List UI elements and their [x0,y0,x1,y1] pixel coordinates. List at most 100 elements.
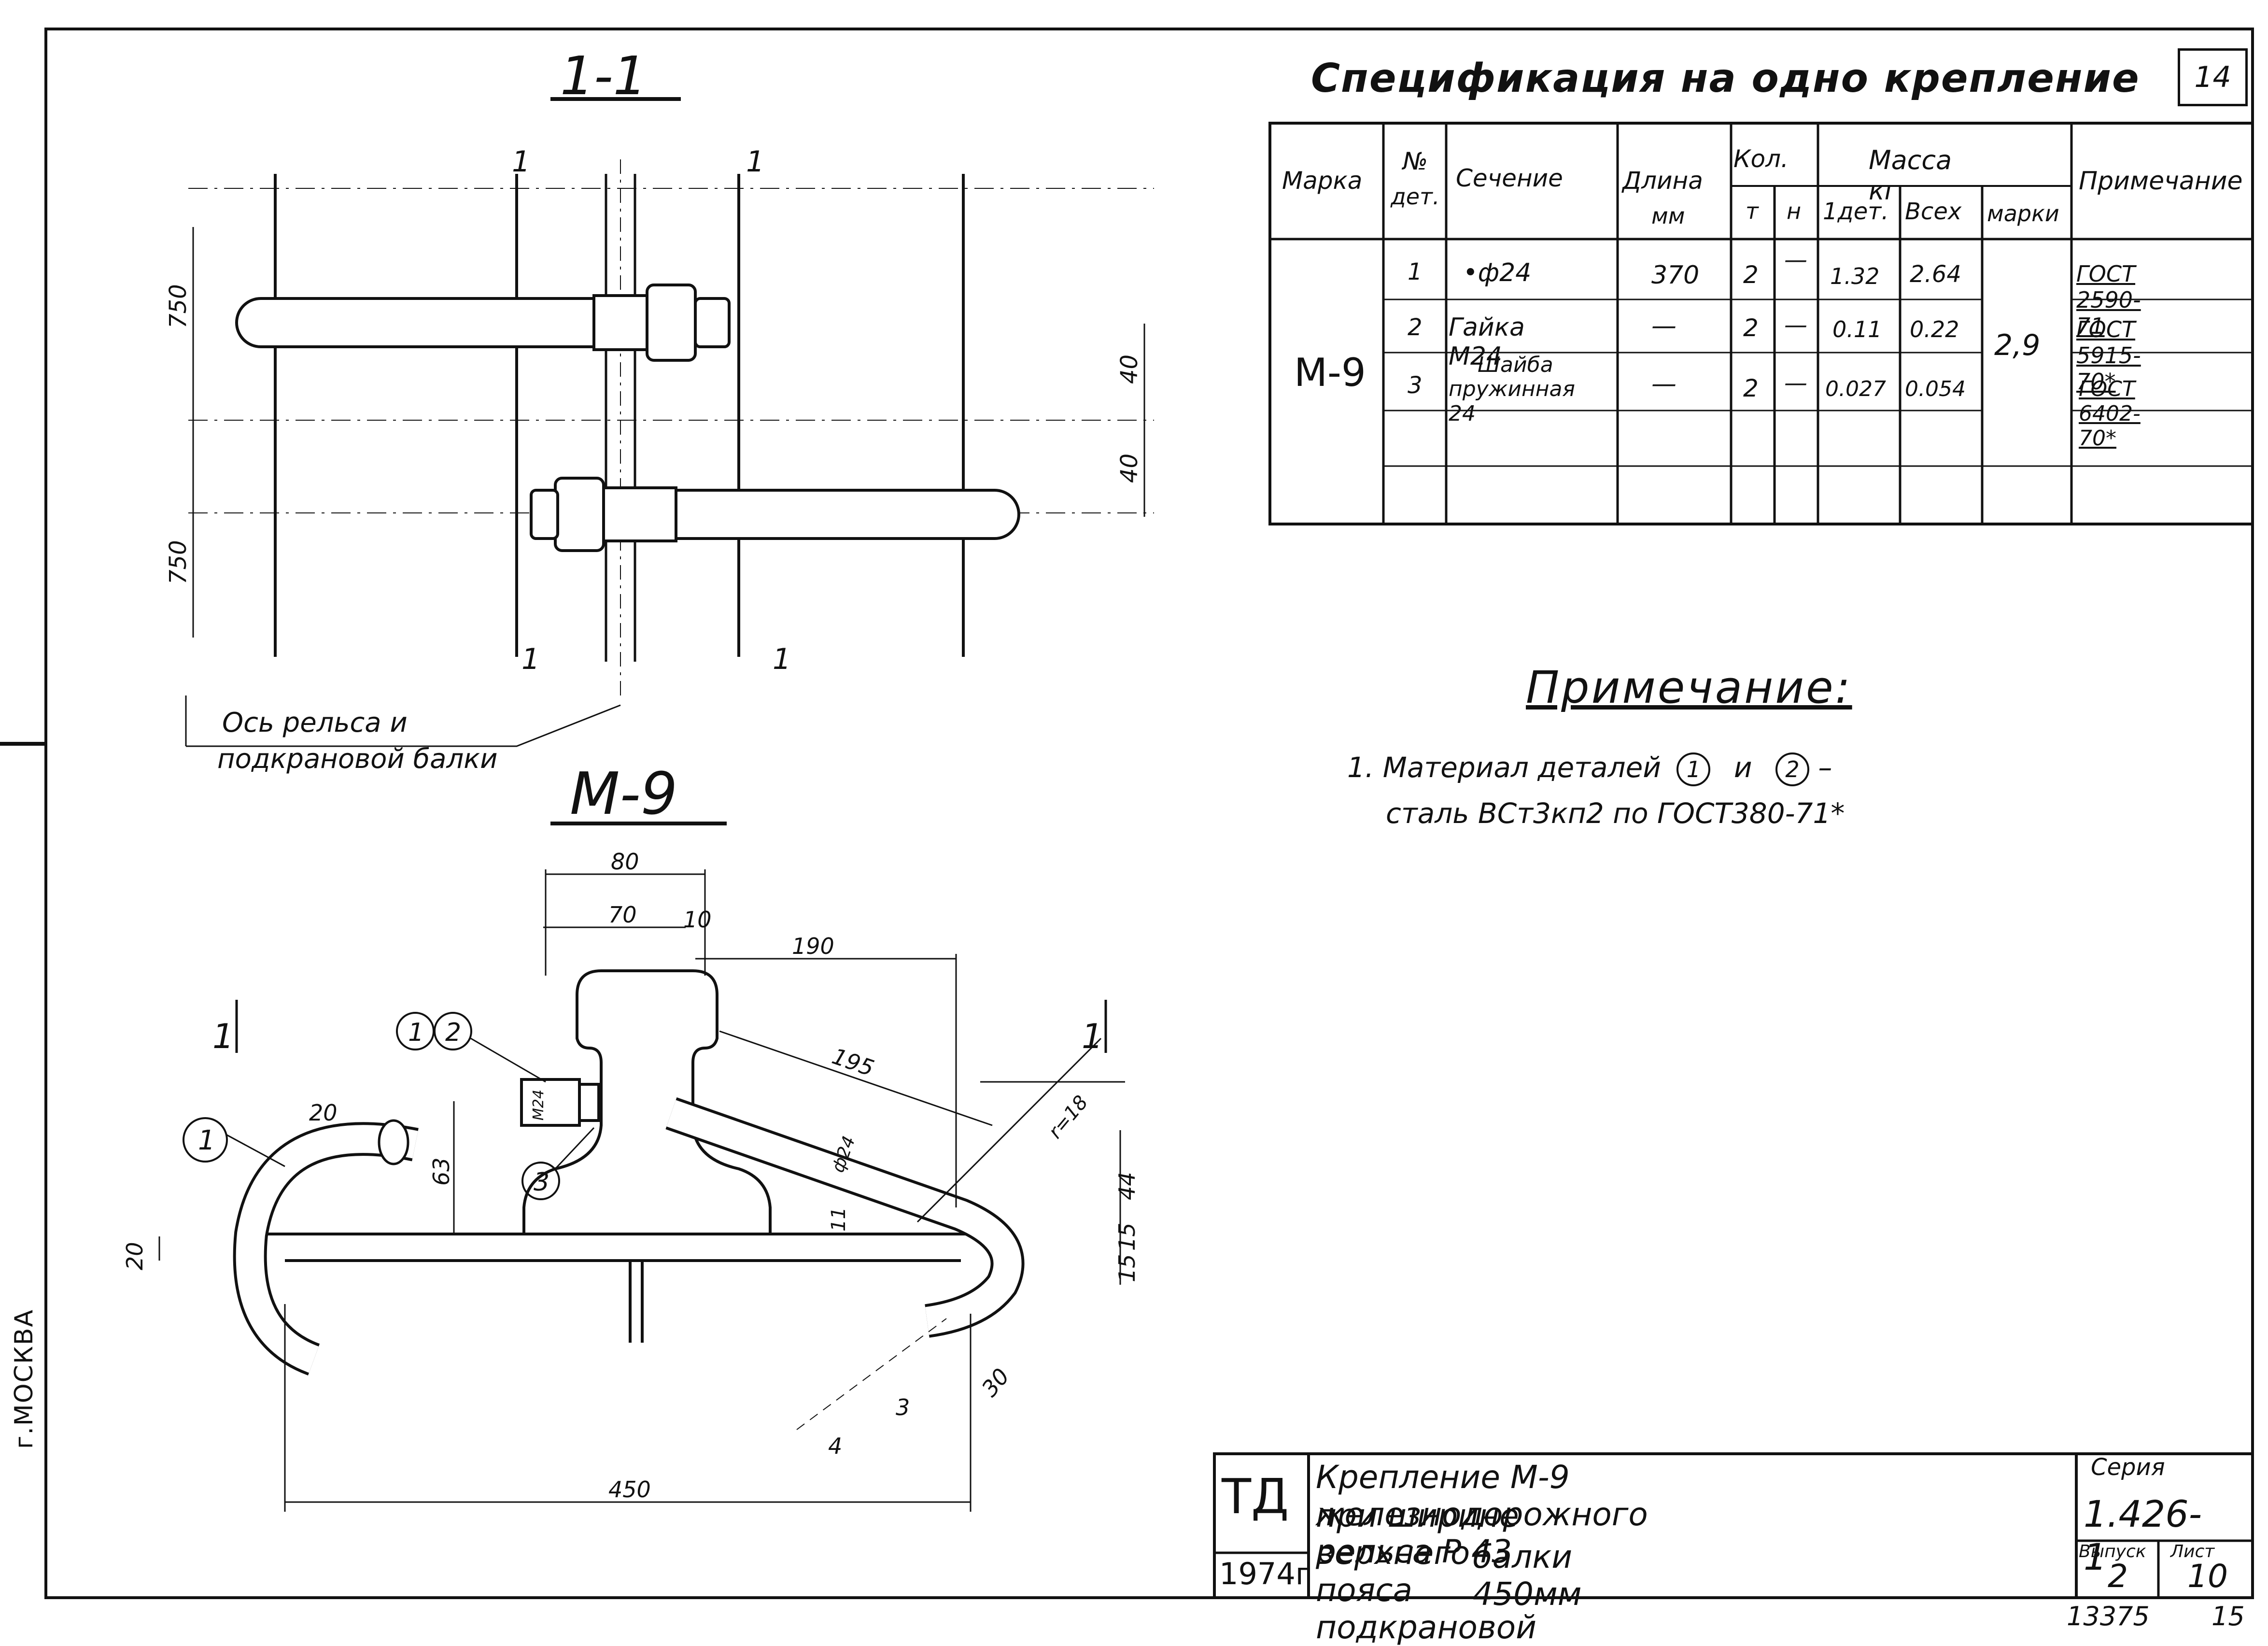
series-value: 1.426-1 [2084,1492,2202,1578]
rail-profile [522,969,772,1235]
notes-dash: – [1818,751,1832,784]
row1-length: 370 [1651,261,1700,290]
title-block-grid [1213,1452,2254,1599]
detail-cut-mark-right: 1 [1082,1017,1103,1056]
header-mass-all: Всех [1905,198,1962,225]
notes-ref-1: 1 [1676,752,1711,786]
dim-70: 70 [608,902,637,928]
section-dim-40-bottom: 40 [1116,454,1143,483]
header-mass-marka: марки [1987,200,2059,227]
row1-mass1: 1.32 [1830,263,1880,289]
title-block-year: 1974г [1219,1556,1311,1591]
header-length-2: мм [1651,203,1685,229]
footer-page: 15 [2212,1601,2245,1632]
section-cut-mark-4: 1 [773,642,791,676]
row3-no: 3 [1408,372,1423,399]
notes-line-1-text: 1. Материал деталей [1347,751,1661,784]
header-mass: Масса кг [1869,145,1952,206]
row3-t: 2 [1743,374,1759,402]
axis-note-line-2: подкрановой балки [217,743,497,775]
sheet-label: Лист [2170,1542,2215,1561]
dim-190: 190 [792,933,834,959]
callout-1b: 1 [198,1125,215,1156]
notes-ref-2: 2 [1775,752,1809,786]
section-dim-750-bottom: 750 [165,540,192,584]
callout-3: 3 [534,1168,549,1197]
sheet-number: 14 [2178,48,2248,106]
header-length-1: Длина [1622,167,1703,195]
detail-m9: М-9 M24 80 [122,761,1140,1512]
callout-1a: 1 [408,1018,424,1047]
callout-2: 2 [445,1018,461,1047]
section-cut-mark-1: 1 [512,145,530,179]
row1-section: •ф24 [1463,258,1532,287]
row3-n: — [1784,369,1807,397]
row3-mass1: 0.027 [1825,377,1886,401]
spec-title: Спецификация на одно крепление [1311,56,2140,101]
notes-heading: Примечание: [1526,662,1852,713]
row2-section: Гайка М24 [1449,313,1525,371]
dim-20-top: 20 [309,1100,338,1126]
dim-63: 63 [428,1157,454,1186]
header-qty: Кол. [1733,145,1789,173]
row2-no: 2 [1408,314,1423,341]
title-block-title-1: Крепление М-9 железнодорожного рельса Р … [1316,1459,1648,1570]
dim-195: 195 [829,1043,877,1081]
row3-length: — [1651,369,1676,398]
dim-450: 450 [608,1476,651,1503]
header-marka: Марка [1282,167,1363,195]
row1-t: 2 [1743,261,1759,289]
slope-4: 4 [828,1433,842,1459]
notes-conj: и [1733,751,1752,784]
header-det-no-1: № [1403,147,1428,175]
side-city: г.МОСКВА [10,1308,39,1449]
row1-n: — [1784,246,1807,273]
row2-length: — [1651,312,1676,341]
row2-t: 2 [1743,314,1759,342]
header-det-no-2: дет. [1391,184,1440,210]
dim-15-a: 15 [1114,1222,1140,1251]
dim-15-b: 15 [1114,1254,1140,1282]
row2-massall: 0.22 [1910,316,1959,342]
sheet-frame [44,28,2254,1599]
row2-n: — [1784,312,1807,339]
dim-30: 30 [976,1363,1014,1402]
section-cut-mark-3: 1 [521,642,540,676]
detail-title: М-9 [570,761,677,828]
row3-section-1: Шайба [1478,353,1553,377]
header-mass-1: 1дет. [1823,198,1889,225]
spec-table-grid [1268,122,2254,525]
section-cut-mark-2: 1 [746,145,764,179]
header-section: Сечение [1456,164,1563,192]
detail-cut-mark-left: 1 [212,1017,234,1056]
dim-20-left: 20 [122,1242,148,1270]
title-block-org: ТД [1222,1468,1289,1525]
dim-10: 10 [683,907,712,933]
row1-massall: 2.64 [1910,261,1961,288]
section-1-1: 1-1 1 1 1 1 750 750 40 40 [165,45,1154,775]
footer-code: 13375 [2067,1601,2150,1632]
header-qty-n: н [1787,198,1802,224]
row2-note: ГОСТ 5915-70* [2076,316,2141,395]
row3-section-2: пружинная 24 [1449,377,1575,426]
notes-line-1: 1. Материал деталей 1 и 2 – [1347,751,1832,786]
dim-44: 44 [1114,1172,1140,1200]
dim-80: 80 [611,849,639,875]
row3-note: ГОСТ 6402-70* [2079,377,2141,451]
axis-note-line-1: Ось рельса и [222,707,408,738]
detail-bolt-label: M24 [530,1090,547,1121]
header-note: Примечание [2079,167,2243,196]
title-block-title-2: при ширине верхнего пояса подкрановой [1316,1497,1537,1646]
header-qty-t: т [1746,198,1759,224]
section-dim-40-top: 40 [1116,355,1143,384]
sheet-value: 10 [2187,1558,2228,1595]
cell-marka: М-9 [1294,350,1366,395]
slope-3: 3 [896,1394,910,1420]
cell-marka-mass: 2,9 [1994,328,2041,362]
section-dim-750-top: 750 [165,284,192,328]
issue-label: Выпуск [2079,1542,2146,1561]
section-title: 1-1 [560,45,647,107]
dim-radius: r=18 [1044,1092,1092,1143]
notes-line-2: сталь ВСт3кп2 по ГОСТ380-71* [1386,797,1845,830]
